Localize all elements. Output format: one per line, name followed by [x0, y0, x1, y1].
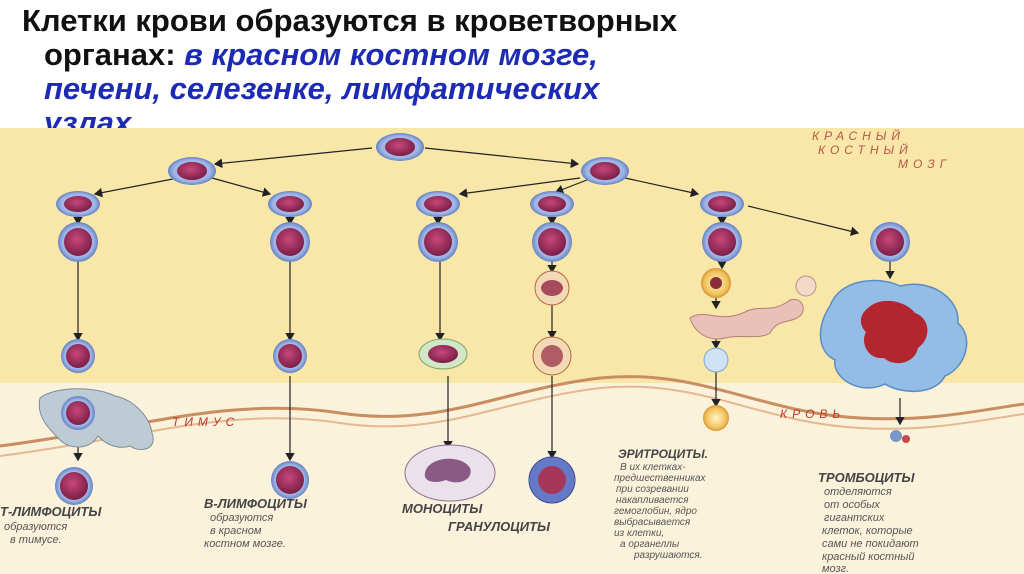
hematopoiesis-diagram: КРАСНЫЙ КОСТНЫЙ МОЗГ ТИМУС КРОВЬ: [0, 128, 1024, 574]
blood-label: КРОВЬ: [780, 407, 845, 421]
blood-zone: [0, 383, 1024, 574]
ery-line1: В их клетках-: [620, 462, 686, 473]
lymphocyte-t-precursor: [61, 339, 95, 373]
plt-line3: гигантских: [824, 512, 885, 524]
title-line-1: Клетки крови образуются в кроветворных: [22, 3, 678, 38]
granulocyte-precursor-1: [534, 270, 570, 306]
t-lymphocyte: [55, 467, 93, 505]
erythrocyte: [703, 405, 729, 431]
title-red-marrow: в красном костном мозге,: [184, 37, 598, 72]
cell-labels: Т-ЛИМФОЦИТЫ образуются в тимусе. В-ЛИМФО…: [0, 447, 919, 574]
lymphocyte-b-precursor: [273, 339, 307, 373]
b-lymph-title: В-ЛИМФОЦИТЫ: [204, 496, 308, 511]
thymus-label: ТИМУС: [172, 415, 239, 429]
megakaryocyte-process: [689, 298, 804, 340]
b-lymph-line2: в красном: [210, 525, 262, 537]
lymphoid-progenitor-cell: [168, 157, 216, 185]
blast-cell-row: [58, 222, 910, 262]
ery-line8: а органеллы: [620, 539, 680, 550]
b-lymphocyte: [271, 461, 309, 499]
monocyte-label: МОНОЦИТЫ: [402, 501, 483, 516]
reticulocyte: [795, 275, 817, 297]
marrow-label-3: МОЗГ: [898, 157, 951, 171]
granulocyte-label: ГРАНУЛОЦИТЫ: [448, 519, 551, 534]
t-lymph-line1: образуются: [4, 521, 67, 533]
t-lymph-title: Т-ЛИМФОЦИТЫ: [0, 504, 102, 519]
erythrocyte-precursor-blue: [703, 347, 729, 373]
erythrocyte-title: ЭРИТРОЦИТЫ.: [618, 447, 708, 461]
granulocyte: [528, 456, 576, 504]
blood-vessel-wave: [0, 375, 1024, 448]
marrow-label-1: КРАСНЫЙ: [812, 128, 905, 143]
thymus-lymphocyte: [61, 396, 95, 430]
ery-line5: гемоглобин, ядро: [614, 505, 697, 517]
monocyte: [404, 444, 496, 502]
megakaryocyte-nucleus: [860, 300, 928, 364]
ery-line3: при созревании: [616, 484, 689, 495]
stem-cell: [376, 133, 424, 161]
erythroblast: [701, 268, 731, 298]
precursor-cell-row: [56, 191, 744, 217]
granulocyte-band: [532, 336, 572, 376]
plt-line4: клеток, которые: [822, 525, 913, 537]
marrow-label-2: КОСТНЫЙ: [818, 141, 913, 157]
ery-line2: предшественниках: [614, 473, 707, 484]
title-organs: органах:: [44, 37, 185, 72]
plt-line6: красный костный: [822, 551, 915, 563]
plt-line2: от особых: [824, 499, 880, 511]
ery-line4: накапливается: [616, 495, 689, 506]
monoblast: [418, 338, 468, 370]
blood-vessel-wave-lower: [0, 385, 1024, 457]
ery-line6: выбрасывается: [614, 516, 691, 528]
b-lymph-line1: образуются: [210, 512, 273, 524]
plt-line5: сами не покидают: [822, 538, 919, 550]
lineage-arrows: [73, 147, 905, 462]
platelets: [890, 430, 910, 443]
ery-line7: из клетки,: [614, 528, 664, 539]
title-line-3: печени, селезенке, лимфатических: [44, 71, 600, 106]
ery-line9: разрушаются.: [633, 550, 703, 561]
page-title: Клетки крови образуются в кроветворных о…: [22, 4, 1012, 140]
myeloid-progenitor-cell: [581, 157, 629, 185]
platelet-title: ТРОМБОЦИТЫ: [818, 470, 915, 485]
t-lymph-line2: в тимусе.: [10, 534, 62, 546]
plt-line7: мозг.: [822, 563, 849, 574]
b-lymph-line3: костном мозге.: [204, 538, 286, 550]
plt-line1: отделяются: [824, 486, 892, 498]
